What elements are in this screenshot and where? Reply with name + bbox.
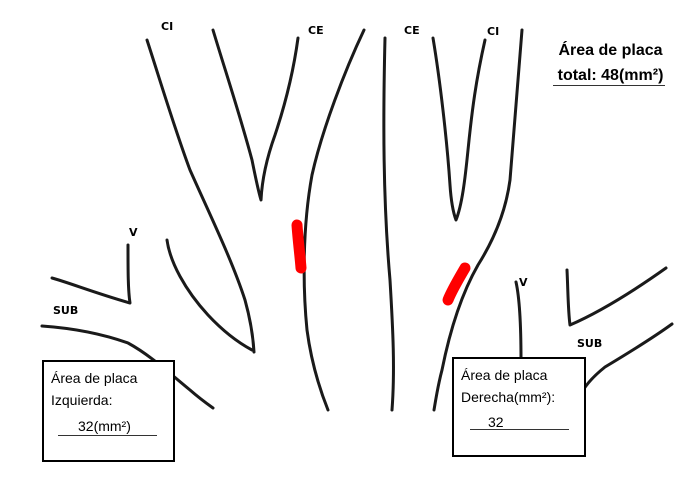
- plaque-right: [442, 262, 471, 306]
- left-plaque-box: Área de placa Izquierda: 32(mm²): [42, 360, 175, 462]
- vessel-outlines: [40, 28, 674, 412]
- label-ce-left: CE: [308, 24, 324, 37]
- left-ce-inner-wall: [302, 28, 366, 412]
- left-box-value: 32(mm²): [78, 418, 131, 434]
- right-v-branch: [514, 280, 523, 362]
- right-ce-inner-wall: [382, 36, 395, 412]
- left-v-branch: [50, 243, 132, 305]
- right-box-underline: [470, 429, 569, 430]
- total-line1: Área de placa: [558, 42, 663, 59]
- right-plaque-box: Área de placa Derecha(mm²): 32: [452, 357, 586, 457]
- left-ci-outer-wall: [145, 38, 256, 354]
- total-plaque-area: Área de placa total: 48(mm²): [548, 38, 673, 88]
- label-sub-left: SUB: [53, 304, 79, 317]
- label-v-left: V: [129, 226, 138, 239]
- right-sub-lower: [580, 322, 674, 394]
- left-v-sub-lower: [165, 238, 254, 352]
- label-sub-right: SUB: [577, 337, 603, 350]
- label-v-right: V: [519, 276, 528, 289]
- left-box-underline: [58, 435, 157, 436]
- left-sub-branch: [40, 324, 215, 410]
- total-underline: [553, 85, 665, 86]
- right-ci-ce-bifurcation: [431, 36, 487, 222]
- right-sub-upper: [565, 266, 668, 327]
- label-ce-right: CE: [404, 24, 420, 37]
- label-ci-left: CI: [161, 20, 174, 33]
- left-box-line2: Izquierda:: [51, 392, 113, 408]
- plaque-left: [291, 219, 307, 274]
- left-box-line1: Área de placa: [51, 370, 138, 386]
- left-box-title: Área de placa Izquierda:: [51, 367, 137, 411]
- right-ci-outer-wall: [432, 28, 524, 412]
- right-box-value: 32: [488, 414, 504, 430]
- right-box-line1: Área de placa: [461, 367, 548, 383]
- label-ci-right: CI: [487, 25, 500, 38]
- left-ci-ce-bifurcation: [211, 28, 300, 202]
- total-line2: total: 48(mm²): [557, 67, 664, 84]
- plaque-markers: [291, 219, 471, 306]
- right-box-title: Área de placa Derecha(mm²):: [461, 364, 555, 408]
- right-box-line2: Derecha(mm²):: [461, 389, 556, 405]
